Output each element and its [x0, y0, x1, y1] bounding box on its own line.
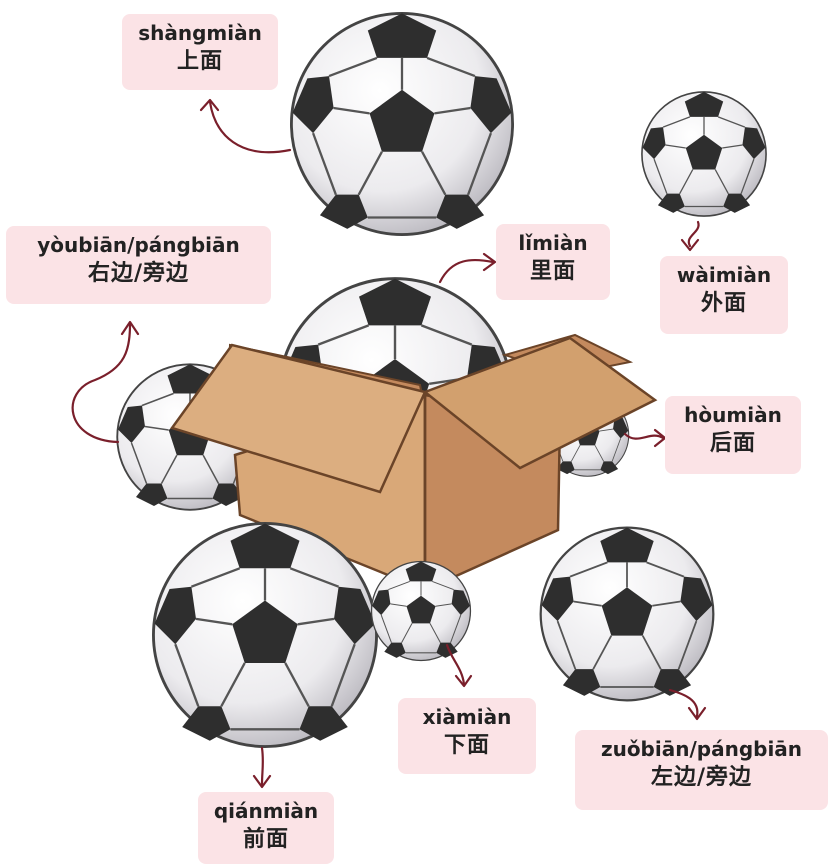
pinyin-text: shàngmiàn: [132, 20, 268, 46]
hanzi-text: 后面: [675, 428, 791, 458]
label-limian: lǐmiàn 里面: [496, 224, 610, 300]
arrow-limian: [440, 260, 493, 282]
hanzi-text: 右边/旁边: [16, 258, 261, 288]
label-shangmian: shàngmiàn 上面: [122, 14, 278, 90]
pinyin-text: hòumiàn: [675, 402, 791, 428]
label-houmian: hòumiàn 后面: [665, 396, 801, 474]
ball-waimian: [642, 92, 766, 216]
arrow-houmian: [625, 434, 663, 439]
arrow-shangmian: [210, 102, 290, 152]
ball-qianmian: [153, 523, 376, 746]
hanzi-text: 外面: [670, 288, 778, 318]
hanzi-text: 前面: [208, 824, 324, 854]
label-youbian: yòubiān/pángbiān 右边/旁边: [6, 226, 271, 304]
label-waimian: wàimiàn 外面: [660, 256, 788, 334]
ball-zuobian: [541, 528, 714, 701]
pinyin-text: xiàmiàn: [408, 704, 526, 730]
label-qianmian: qiánmiàn 前面: [198, 792, 334, 864]
pinyin-text: zuǒbiān/pángbiān: [585, 736, 818, 762]
label-xiamian: xiàmiàn 下面: [398, 698, 536, 774]
pinyin-text: yòubiān/pángbiān: [16, 232, 261, 258]
ball-xiamian: [372, 562, 471, 661]
hanzi-text: 上面: [132, 46, 268, 76]
ball-shangmian: [291, 13, 512, 234]
hanzi-text: 里面: [506, 256, 600, 286]
label-zuobian: zuǒbiān/pángbiān 左边/旁边: [575, 730, 828, 810]
pinyin-text: lǐmiàn: [506, 230, 600, 256]
pinyin-text: qiánmiàn: [208, 798, 324, 824]
hanzi-text: 左边/旁边: [585, 762, 818, 792]
arrow-houmian-head: [655, 430, 665, 446]
hanzi-text: 下面: [408, 730, 526, 760]
pinyin-text: wàimiàn: [670, 262, 778, 288]
arrow-qianmian: [262, 748, 263, 784]
